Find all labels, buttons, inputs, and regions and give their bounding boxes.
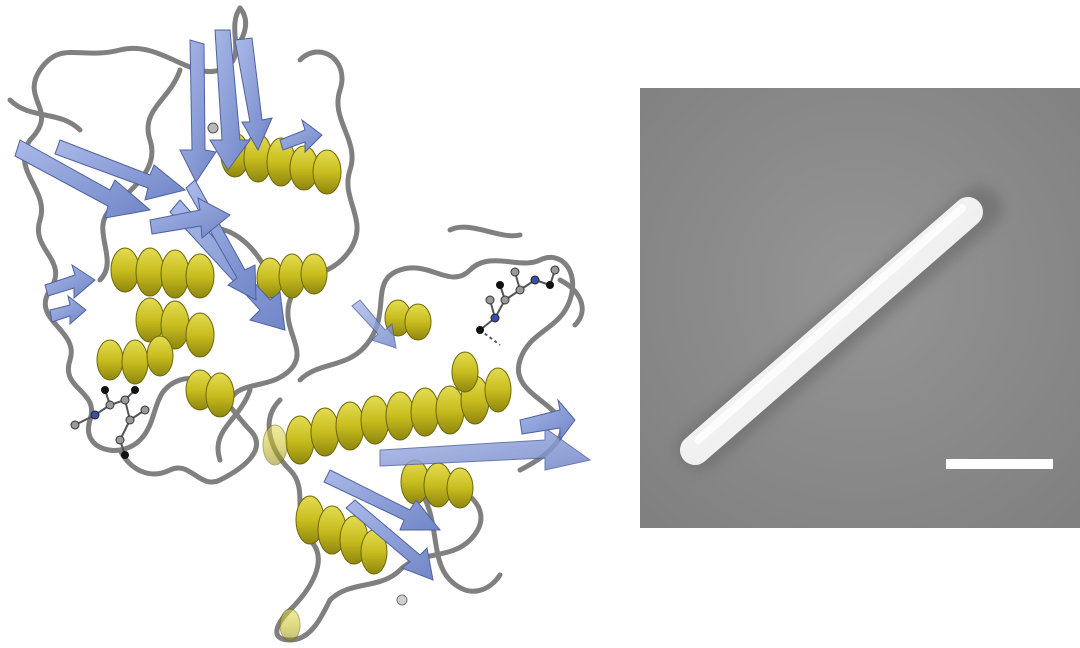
rod-highlight [694, 204, 966, 444]
strand-12 [379, 427, 592, 471]
strand-9 [44, 263, 96, 300]
strand-8 [149, 197, 231, 239]
helices-lower-domain [262, 299, 512, 642]
crystal-rod [680, 197, 983, 465]
ligand-right [476, 265, 560, 346]
helix-i [400, 459, 474, 509]
strand-16 [351, 299, 397, 349]
scale-bar [946, 459, 1053, 469]
strand-4 [14, 139, 152, 219]
ion-lower [396, 594, 408, 606]
metal-ions [207, 122, 408, 606]
helix-f [256, 253, 328, 299]
helix-g [285, 367, 512, 465]
strand-10 [49, 294, 87, 326]
strand-1 [209, 29, 251, 171]
strand-14 [345, 499, 434, 581]
helix-c [96, 335, 174, 385]
sem-micrograph [640, 88, 1080, 528]
strand-13 [323, 469, 442, 531]
helix-k [451, 351, 479, 393]
beta-strands [14, 29, 592, 581]
strand-15 [519, 398, 576, 442]
strand-11 [279, 118, 323, 154]
strand-3 [234, 37, 273, 152]
strand-5 [54, 139, 187, 201]
helices-upper-domain [96, 132, 342, 418]
sem-micrograph-panel [640, 88, 1080, 528]
ion-upper [207, 122, 219, 134]
strand-2 [179, 39, 217, 183]
protein-ribbon-panel [7, 5, 592, 643]
ligand-left [70, 386, 150, 459]
protein-ribbon-diagram [7, 5, 592, 643]
helix-b [135, 297, 215, 358]
helix-j [295, 495, 388, 575]
helix-l [262, 424, 301, 642]
helix-d [185, 369, 235, 418]
helix-a [110, 247, 215, 299]
coil-upper-domain [7, 5, 360, 485]
